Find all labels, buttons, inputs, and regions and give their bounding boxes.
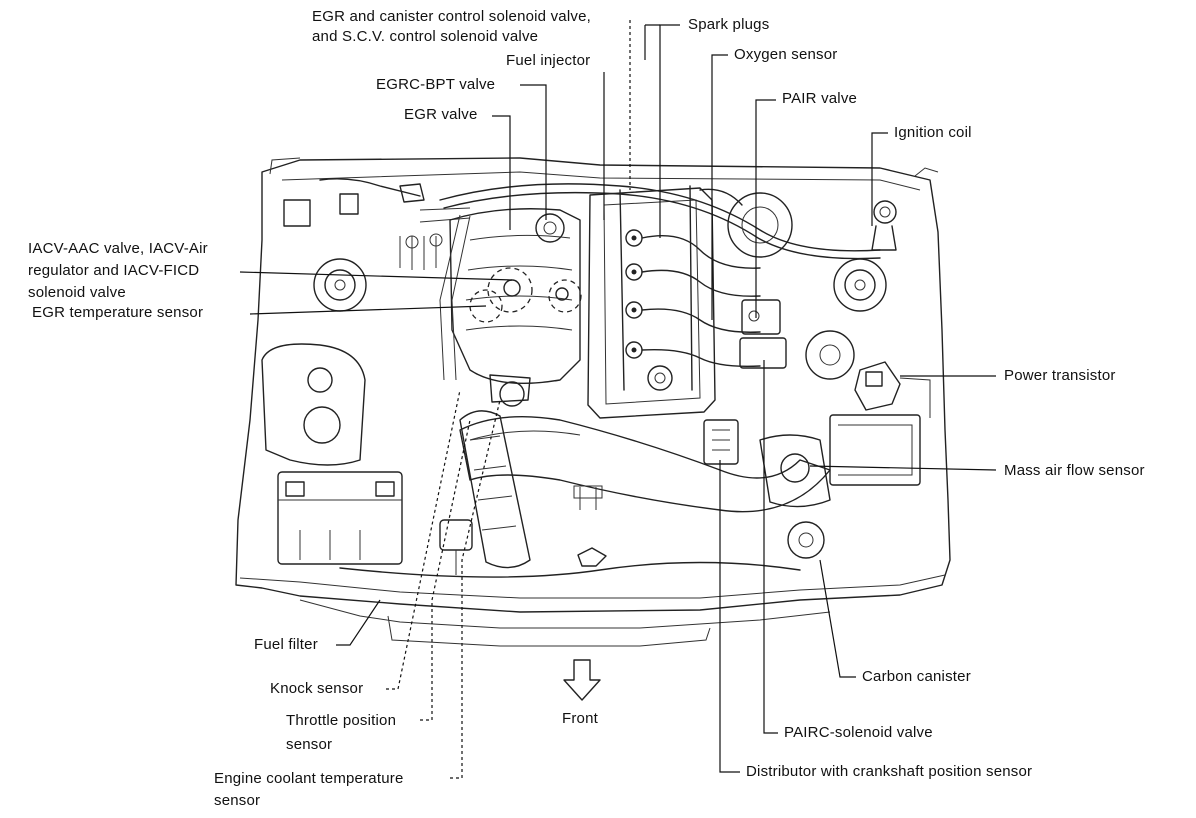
intake-manifold: [449, 208, 581, 384]
label-oxygen-sensor: Oxygen sensor: [734, 46, 838, 63]
brake-booster: [699, 188, 793, 258]
label-carbon-canister: Carbon canister: [862, 668, 971, 685]
maf-sensor-unit: [759, 414, 921, 508]
label-throttle-position-line2: sensor: [286, 736, 333, 753]
label-front: Front: [562, 710, 599, 727]
label-fuel-injector: Fuel injector: [506, 52, 591, 69]
label-distributor: Distributor with crankshaft position sen…: [746, 763, 1033, 780]
label-engine-coolant-temp-line1: Engine coolant temperature: [214, 770, 404, 787]
label-knock-sensor: Knock sensor: [270, 680, 364, 697]
front-arrow-icon: [563, 659, 601, 701]
left-strut-tower: [313, 258, 367, 312]
label-engine-coolant-temp-line2: sensor: [214, 792, 261, 809]
label-throttle-position-line1: Throttle position: [286, 712, 397, 729]
label-egr-temp-sensor: EGR temperature sensor: [32, 304, 204, 321]
engine-bay-outline: [235, 157, 951, 647]
leader-lines: [239, 20, 997, 779]
oil-filler-cap: [647, 365, 673, 391]
relay-box: [283, 178, 471, 270]
power-transistor-unit: [854, 361, 931, 418]
carbon-canister-unit: [787, 521, 825, 559]
pair-valve-block: [739, 299, 787, 369]
label-egr-canister-scv-line1: EGR and canister control solenoid valve,: [312, 8, 591, 25]
label-egr-canister-scv-line2: and S.C.V. control solenoid valve: [312, 28, 539, 45]
battery: [277, 471, 403, 565]
label-pairc-solenoid-valve: PAIRC-solenoid valve: [784, 724, 933, 741]
coolant-reservoir: [805, 330, 855, 380]
spark-plug-row: [625, 229, 761, 368]
label-spark-plugs: Spark plugs: [688, 16, 770, 33]
reservoir-tank: [261, 343, 366, 466]
label-power-transistor: Power transistor: [1004, 367, 1116, 384]
label-mass-air-flow-sensor: Mass air flow sensor: [1004, 462, 1145, 479]
wiring-harness: [439, 183, 881, 381]
valve-cover: [587, 185, 716, 419]
label-fuel-filter: Fuel filter: [254, 636, 318, 653]
label-ignition-coil: Ignition coil: [894, 124, 972, 141]
ignition-coil-unit: [871, 200, 897, 251]
label-egrc-bpt-valve: EGRC-BPT valve: [376, 76, 496, 93]
right-strut-tower: [833, 258, 887, 312]
crossmember: [339, 547, 801, 578]
label-iacv-line3: solenoid valve: [28, 284, 126, 301]
intake-air-duct: [459, 415, 831, 513]
label-iacv-line1: IACV-AAC valve, IACV-Air: [28, 240, 208, 257]
label-iacv-line2: regulator and IACV-FICD: [28, 262, 200, 279]
throttle-body-hose: [459, 374, 531, 569]
label-egr-valve: EGR valve: [404, 106, 478, 123]
distributor-unit: [703, 419, 739, 465]
iacv-highlight-circle-2: [548, 279, 582, 313]
fuel-filter-unit: [439, 519, 473, 575]
label-pair-valve: PAIR valve: [782, 90, 858, 107]
iacv-highlight-circle: [487, 267, 533, 313]
